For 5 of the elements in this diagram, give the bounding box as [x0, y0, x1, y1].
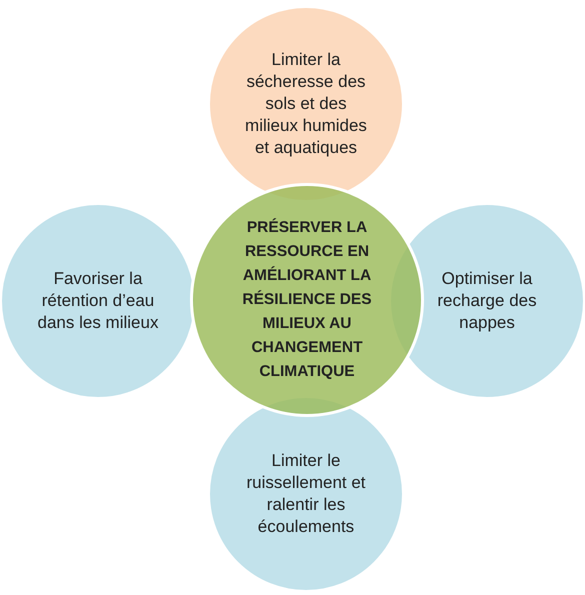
circle-label: Favoriser la rétention d’eau dans les milieux [36, 268, 160, 334]
circle-label: PRÉSERVER LA RESSOURCE EN AMÉLIORANT LA RÉSILIENCE DES MILIEUX AU CHANGEMENT CLIMATIQUE [241, 217, 373, 382]
circle-label: Optimiser la recharge des nappes [436, 268, 538, 334]
circle-label: Limiter la sécheresse des sols et des milieux humides et aquatiques [244, 48, 368, 160]
circle-label: Limiter le ruissellement et ralentir les écoulements [245, 450, 367, 538]
